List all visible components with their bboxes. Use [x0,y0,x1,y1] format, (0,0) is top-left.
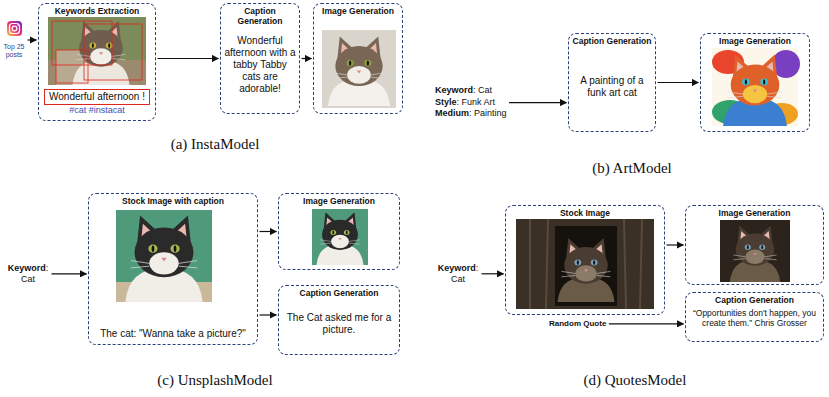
illustration-part [720,220,790,282]
flow-arrow [158,58,219,59]
keyword-highlight: Wonderful afternoon ! [44,89,150,105]
illustration-part [312,209,368,265]
source-icon-label: Top 25 posts [2,20,26,60]
stage-box: Image Generation [685,205,824,285]
box-text: Keyword: Cat [7,263,49,285]
input-list: Keyword: CatStyle: Funk ArtMedium: Paint… [434,84,508,121]
box-text: #cat #instacat [42,105,152,116]
illustration-part [56,50,88,83]
stage-box: Caption GenerationThe Cat asked me for a… [278,285,400,355]
box-heading: Caption Generation [689,296,820,306]
box-text: Wonderful afternoon ! [49,91,145,103]
illustration-part [723,55,787,126]
flow-arrow [260,314,277,315]
box-heading: Caption Generation [572,37,652,47]
box-text: A painting of a funk art cat [572,75,652,99]
box-heading: Stock Image [509,209,661,219]
box-heading: Caption Generation [224,7,296,27]
flow-arrow [28,39,37,40]
box-text: Top 25 posts [3,43,25,59]
flow-arrow [658,82,699,83]
subfigure-caption: (c) UnsplashModel [157,372,272,389]
stage-box: Stock Image with captionThe cat: "Wanna … [88,193,258,345]
stage-box: Caption Generation A painting of a funk a… [568,33,656,132]
illustration-part [72,21,129,85]
flow-arrow [302,58,312,59]
flow-arrow [509,102,566,103]
box-heading: Caption Generation [282,289,396,299]
illustration-part [557,238,614,302]
box-text: Random Quote [549,319,606,329]
illustration-part [12,26,17,31]
flow-arrow [667,244,684,245]
illustration-part [125,216,202,302]
illustration-part [116,210,212,302]
box-text: Style: Funk Art [435,97,507,109]
illustration-part [530,219,642,309]
art-cat-image [712,48,800,126]
box-text: The cat: "Wanna take a picture?" [92,328,254,340]
box-heading: Image Generation [282,197,396,207]
generated-cat-image [322,30,396,108]
illustration-part [516,219,654,309]
illustration-part [730,226,780,282]
flow-arrow [260,231,277,232]
stage-box: Image Generation [313,3,403,114]
box-text: The Cat asked me for a picture. [282,312,396,336]
subfigure-caption: (d) QuotesModel [584,372,687,389]
flow-arrow [52,273,87,274]
stage-box: Image Generation [700,33,810,132]
box-heading: Image Generation [689,209,820,219]
illustration-part [17,24,19,26]
instagram-icon [7,21,22,36]
box-heading: Keywords Extraction [42,7,152,17]
stock-kitten-photo [516,219,654,309]
flow-arrow [482,273,504,274]
box-text: Keyword: Cat [437,263,479,285]
box-text: Medium: Painting [435,108,507,120]
box-text: Wonderful afternoon with a tabby Tabby c… [224,35,296,95]
flow-arrow [609,323,684,324]
input-label: Random Quote [548,318,607,330]
stock-cat-photo [116,210,212,302]
illustration-part [7,21,22,36]
illustration-part [555,226,617,306]
illustration-part [48,17,146,85]
box-heading: Image Generation [317,7,399,17]
generated-cat-image [312,209,368,265]
stage-box: Image Generation [278,193,400,270]
subfigure-caption: (a) InstaModel [171,136,260,153]
box-text: “Opportunities don't happen, you create … [689,308,820,328]
stage-box: Caption GenerationWonderful afternoon wi… [220,3,300,114]
box-text: Keyword: Cat [435,85,507,97]
generated-kitten-image [720,220,790,282]
illustration-part [316,212,363,265]
illustration-part [328,36,390,106]
illustration-part [84,24,142,80]
stage-box: Stock Image [505,205,665,315]
keyword-input: Keyword: Cat [6,262,50,286]
illustration-part [322,30,396,108]
stage-box: Caption Generation “Opportunities don't h… [685,292,824,342]
box-heading: Image Generation [704,37,806,47]
illustration-part [52,21,112,65]
subfigure-caption: (b) ArtModel [592,160,672,177]
cat-photo [48,17,146,85]
box-heading: Stock Image with caption [92,197,254,207]
keyword-input: Keyword: Cat [436,262,480,286]
stage-box: Keywords Extraction #cat #instacat Wonderf… [38,3,156,121]
illustration-part [10,24,20,34]
